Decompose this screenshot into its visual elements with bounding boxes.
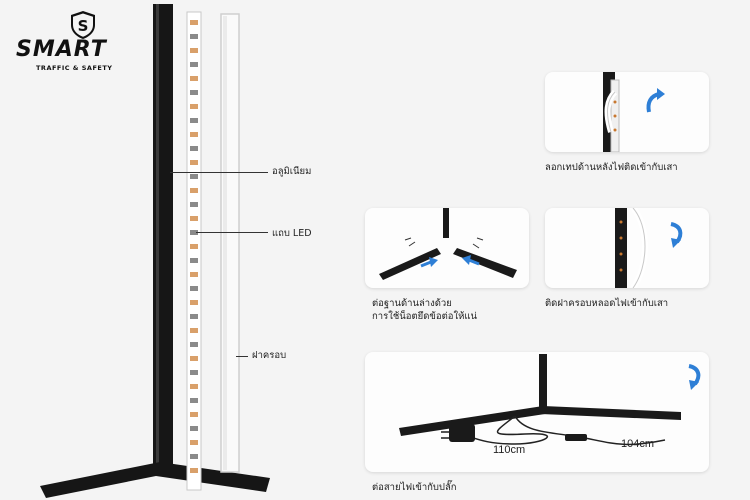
- led-chip: [190, 146, 198, 151]
- led-chip: [190, 440, 198, 445]
- label-cover: ฝาครอบ: [252, 350, 287, 361]
- led-chip: [190, 202, 198, 207]
- led-chip: [190, 174, 198, 179]
- led-chip: [190, 90, 198, 95]
- brand-name: SMART: [16, 37, 107, 62]
- led-chip: [190, 216, 198, 221]
- brand-logo: S SMART TRAFFIC & SAFETY: [16, 10, 156, 72]
- led-chip: [190, 230, 198, 235]
- step-illustration: [615, 208, 648, 288]
- corner-lamp-illustration: [40, 4, 270, 498]
- step-panel-connect-base: [365, 208, 529, 288]
- led-chip: [190, 426, 198, 431]
- led-chip: [190, 314, 198, 319]
- led-chip: [190, 300, 198, 305]
- caption-step-connect-base-line1: ต่อฐานด้านล่างด้วย: [372, 298, 452, 309]
- led-strip: [186, 11, 202, 491]
- led-chip: [190, 132, 198, 137]
- curved-arrow-icon: [646, 88, 665, 113]
- led-chips: [190, 20, 198, 473]
- led-chip: [190, 342, 198, 347]
- caption-step-peel-tape: ลอกเทปด้านหลังไฟติดเข้ากับเสา: [545, 162, 678, 173]
- base-leg-right: [156, 462, 270, 492]
- led-chip: [190, 454, 198, 459]
- led-chip: [190, 412, 198, 417]
- led-chip: [190, 272, 198, 277]
- led-chip: [190, 328, 198, 333]
- leader-cover: [236, 356, 248, 357]
- led-chip: [190, 34, 198, 39]
- leader-aluminum: [170, 172, 268, 173]
- step-illustration: [399, 354, 681, 446]
- arrow-left-icon: [462, 255, 480, 266]
- step-illustration: [603, 72, 620, 152]
- led-chip: [190, 104, 198, 109]
- arrow-right-icon: [420, 257, 438, 268]
- led-chip: [190, 258, 198, 263]
- curved-arrow-icon: [670, 222, 683, 248]
- svg-text:S: S: [78, 17, 89, 35]
- caption-step-connect-base-line2: การใช้น็อตยึดข้อต่อให้แน่: [372, 311, 477, 322]
- led-chip: [190, 356, 198, 361]
- dimension-cable-adapter: 110cm: [493, 444, 526, 456]
- led-chip: [190, 118, 198, 123]
- led-chip: [190, 398, 198, 403]
- led-chip: [190, 62, 198, 67]
- step-panel-attach-cover: [545, 208, 709, 288]
- led-chip: [190, 160, 198, 165]
- step-panel-plug-in: 110cm 104cm: [365, 352, 709, 472]
- led-chip: [190, 188, 198, 193]
- led-chip: [190, 370, 198, 375]
- brand-tagline: TRAFFIC & SAFETY: [36, 64, 113, 72]
- caption-step-plug-in: ต่อสายไฟเข้ากับปลั๊ก: [372, 482, 457, 493]
- curved-arrow-icon: [688, 364, 701, 390]
- step-illustration: [379, 208, 517, 280]
- leader-led-strip: [196, 232, 268, 233]
- step-panel-peel-tape: [545, 72, 709, 152]
- shield-logo-icon: S: [71, 11, 95, 39]
- label-led-strip: แถบ LED: [272, 228, 312, 239]
- led-chip: [190, 468, 198, 473]
- caption-step-attach-cover: ติดฝาครอบหลอดไฟเข้ากับเสา: [545, 298, 669, 309]
- label-aluminum: อลูมิเนียม: [272, 166, 312, 177]
- led-chip: [190, 48, 198, 53]
- led-chip: [190, 286, 198, 291]
- led-chip: [190, 76, 198, 81]
- dimension-cable-lamp: 104cm: [621, 438, 655, 450]
- led-chip: [190, 244, 198, 249]
- base-leg-left: [40, 462, 166, 498]
- led-chip: [190, 384, 198, 389]
- led-chip: [190, 20, 198, 25]
